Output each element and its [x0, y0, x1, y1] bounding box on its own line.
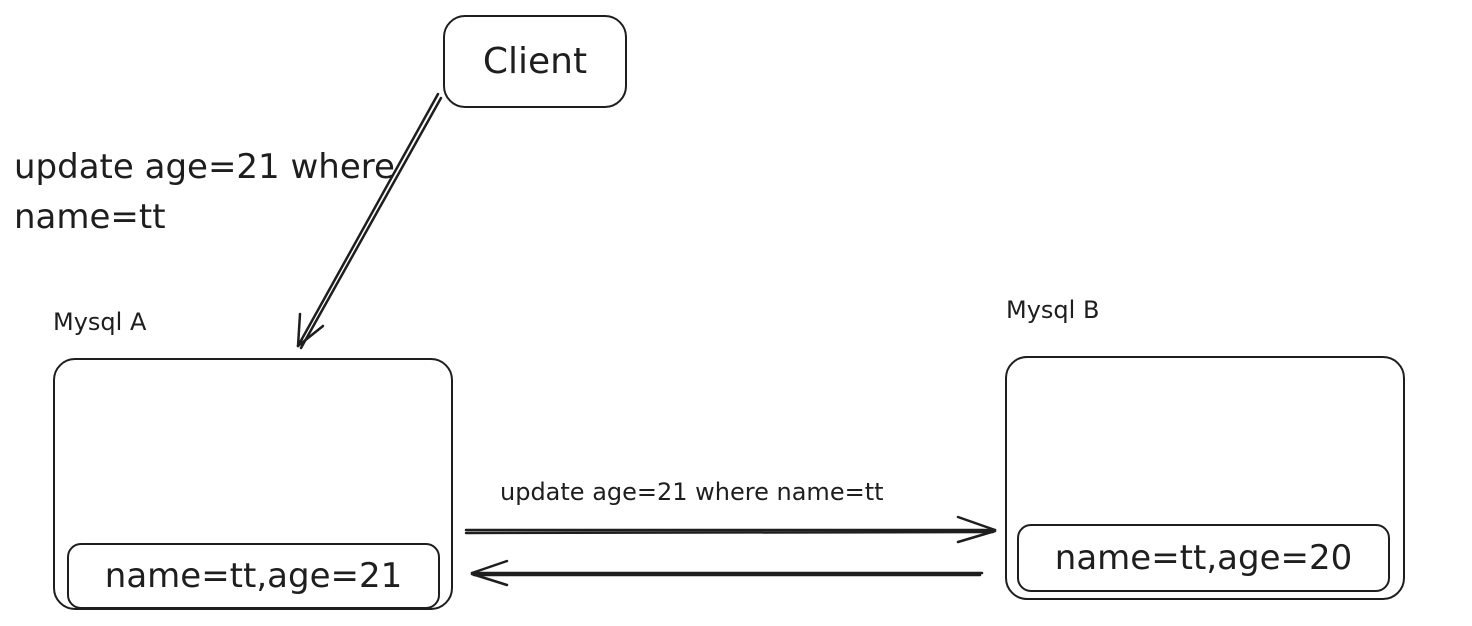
client-node[interactable]: Client — [443, 15, 627, 108]
mysql-a-label: Mysql A — [53, 308, 147, 336]
mysql-b-node[interactable] — [1005, 356, 1405, 600]
client-to-mysql-a-arrow — [296, 92, 443, 350]
mysql-b-label: Mysql B — [1006, 296, 1100, 324]
mysql-b-record-text: name=tt,age=20 — [1054, 538, 1353, 578]
mysql-b-to-mysql-a-arrow — [470, 559, 984, 587]
replication-query-label: update age=21 where name=tt — [500, 478, 884, 506]
mysql-a-record-text: name=tt,age=21 — [104, 556, 403, 596]
mysql-a-to-mysql-b-arrow — [464, 515, 997, 544]
client-label: Client — [482, 41, 588, 82]
mysql-b-record[interactable]: name=tt,age=20 — [1017, 524, 1390, 592]
mysql-a-record[interactable]: name=tt,age=21 — [67, 543, 440, 609]
client-query-label: update age=21 where name=tt — [14, 147, 395, 237]
mysql-a-node[interactable] — [53, 358, 453, 610]
